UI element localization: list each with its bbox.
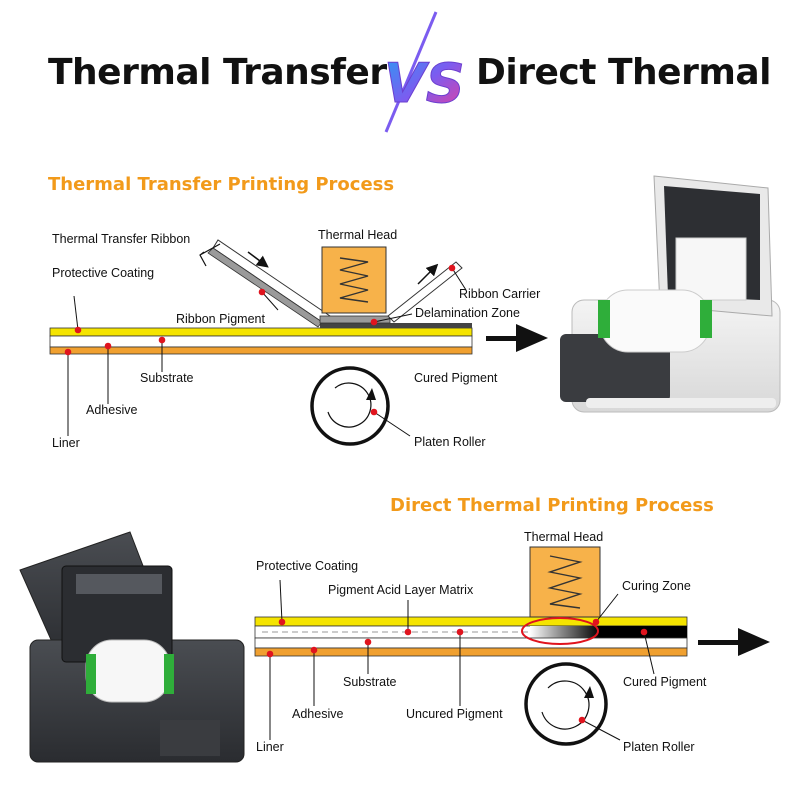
dt-label-protective-coating: Protective Coating	[256, 559, 359, 573]
white-label-printer-image	[560, 175, 781, 413]
tt-label-ribbon-pigment: Ribbon Pigment	[176, 312, 265, 326]
tt-label-ribbon: Thermal Transfer Ribbon	[52, 232, 191, 246]
tt-section-title: Thermal Transfer Printing Process	[48, 174, 395, 195]
tt-label-ribbon-carrier: Ribbon Carrier	[459, 287, 541, 301]
title-thermal-transfer: Thermal Transfer	[48, 52, 387, 93]
dt-label-cured-pigment: Cured Pigment	[623, 675, 707, 689]
tt-label-delamination-zone: Delamination Zone	[415, 306, 520, 320]
dt-section-title: Direct Thermal Printing Process	[390, 495, 714, 516]
dt-label-pigment-acid-layer: Pigment Acid Layer Matrix	[328, 583, 474, 597]
tt-label-substrate: Substrate	[140, 371, 194, 385]
vs-text: VS	[384, 52, 465, 115]
tt-label-platen-roller: Platen Roller	[414, 435, 486, 449]
dark-label-printer-image	[19, 531, 245, 763]
dt-label-substrate: Substrate	[343, 675, 397, 689]
dt-label-adhesive: Adhesive	[292, 707, 344, 721]
thermal-transfer-diagram	[49, 239, 548, 446]
dt-label-platen-roller: Platen Roller	[623, 740, 695, 754]
dt-label-liner: Liner	[256, 740, 284, 754]
tt-label-protective-coating: Protective Coating	[52, 266, 155, 280]
vs-logo: VS	[384, 11, 465, 133]
tt-label-cured-pigment: Cured Pigment	[414, 371, 498, 385]
tt-label-thermal-head: Thermal Head	[318, 228, 398, 242]
title-direct-thermal: Direct Thermal	[476, 52, 771, 93]
direct-thermal-diagram	[254, 546, 770, 746]
tt-label-adhesive: Adhesive	[86, 403, 138, 417]
tt-label-liner: Liner	[52, 436, 80, 450]
dt-label-uncured-pigment: Uncured Pigment	[406, 707, 503, 721]
dt-label-curing-zone: Curing Zone	[622, 579, 691, 593]
dt-label-thermal-head: Thermal Head	[524, 530, 604, 544]
